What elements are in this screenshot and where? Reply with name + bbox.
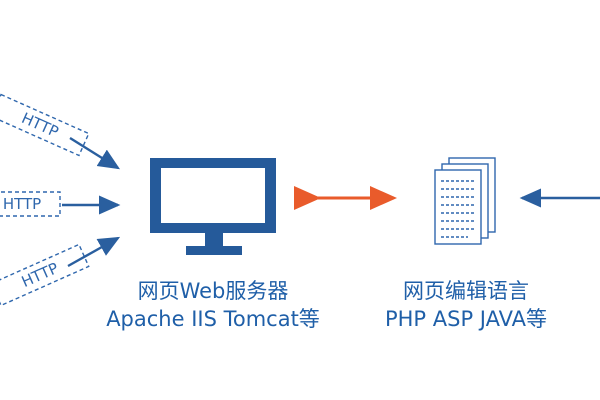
server-title: 网页Web服务器 bbox=[138, 279, 289, 303]
language-node: 网页编辑语言 PHP ASP JAVA等 bbox=[385, 157, 547, 331]
http-tag-middle: HTTP bbox=[0, 191, 61, 217]
monitor-icon bbox=[150, 158, 276, 255]
monitor-neck bbox=[205, 233, 223, 247]
language-title: 网页编辑语言 bbox=[403, 279, 529, 303]
http-tag-bottom: HTTP bbox=[0, 243, 90, 307]
http-request-middle: HTTP bbox=[0, 191, 121, 217]
http-tag-top: HTTP bbox=[0, 93, 90, 157]
language-subtitle: PHP ASP JAVA等 bbox=[385, 307, 547, 331]
documents-icon bbox=[434, 157, 496, 245]
http-arrow-top bbox=[69, 136, 121, 170]
monitor-base bbox=[186, 246, 242, 255]
server-node: 网页Web服务器 Apache IIS Tomcat等 bbox=[106, 158, 320, 331]
http-tag-box bbox=[0, 191, 61, 217]
http-tag-label: HTTP bbox=[19, 259, 61, 291]
http-tag-box bbox=[0, 243, 90, 307]
http-request-top: HTTP bbox=[0, 93, 121, 170]
document-front bbox=[434, 169, 482, 245]
http-tag-box bbox=[0, 93, 90, 157]
http-tag-label: HTTP bbox=[3, 195, 41, 213]
http-tag-label: HTTP bbox=[19, 109, 61, 141]
document-text-lines bbox=[441, 180, 474, 238]
monitor-inner-screen bbox=[161, 168, 265, 223]
http-request-bottom: HTTP bbox=[0, 236, 121, 307]
server-subtitle: Apache IIS Tomcat等 bbox=[106, 307, 320, 331]
http-arrow-bottom bbox=[67, 236, 121, 268]
